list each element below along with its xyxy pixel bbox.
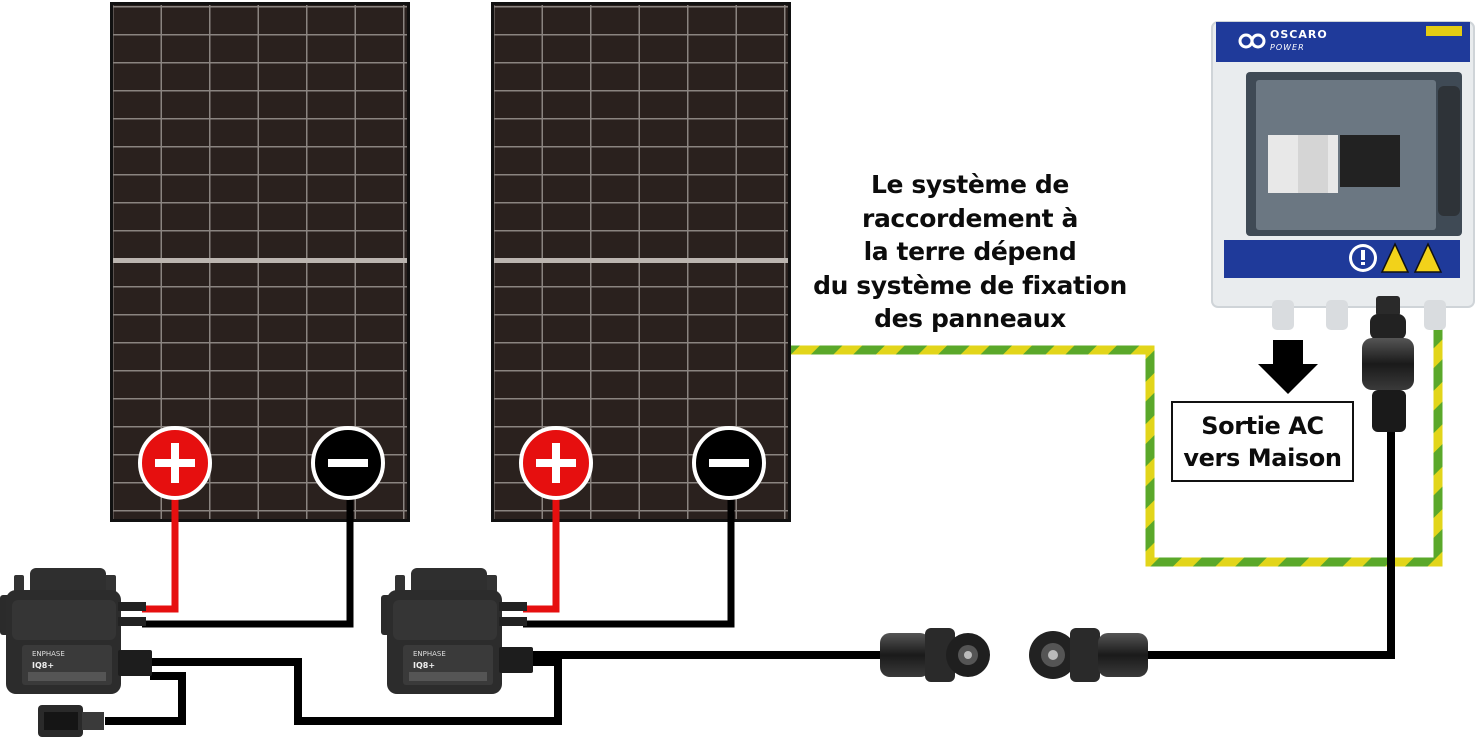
inverter-model-2: IQ8+ <box>413 661 435 670</box>
field-connector-male <box>880 628 990 682</box>
dc-wires <box>142 496 735 628</box>
ac-trunk-cables <box>105 430 1395 725</box>
grounding-note-line1: Le système de <box>871 170 1069 199</box>
solar-panel-1 <box>110 2 410 522</box>
ac-output-plug <box>1362 314 1414 432</box>
microinverter-1: ENPHASE IQ8+ <box>0 568 152 737</box>
ac-output-label: Sortie AC vers Maison <box>1171 401 1354 482</box>
grounding-note-line2: raccordement à <box>862 203 1078 233</box>
ac-output-line2: vers Maison <box>1183 444 1342 472</box>
grounding-note-line5: des panneaux <box>874 304 1066 333</box>
grounding-note-line4: du système de fixation <box>813 270 1127 300</box>
inverter-model-1: IQ8+ <box>32 661 54 670</box>
down-arrow-icon <box>1258 340 1318 394</box>
ac-protection-box: OSCARO POWER <box>1211 21 1475 330</box>
microinverter-2: ENPHASE IQ8+ <box>381 568 533 694</box>
inverter-brand-1: ENPHASE <box>32 650 65 658</box>
ground-cable <box>790 318 1443 567</box>
inverter-brand-2: ENPHASE <box>413 650 446 658</box>
positive-terminal-2 <box>519 426 593 500</box>
grounding-note: Le système de raccordement à la terre dé… <box>790 168 1150 336</box>
box-brand-line1: OSCARO <box>1270 28 1328 41</box>
grounding-note-line3: la terre dépend <box>863 237 1077 266</box>
negative-terminal-1 <box>311 426 385 500</box>
field-connector-female <box>1029 628 1148 682</box>
positive-terminal-1 <box>138 426 212 500</box>
ac-output-line1: Sortie AC <box>1201 412 1324 440</box>
box-brand-line2: POWER <box>1270 43 1305 52</box>
negative-terminal-2 <box>692 426 766 500</box>
